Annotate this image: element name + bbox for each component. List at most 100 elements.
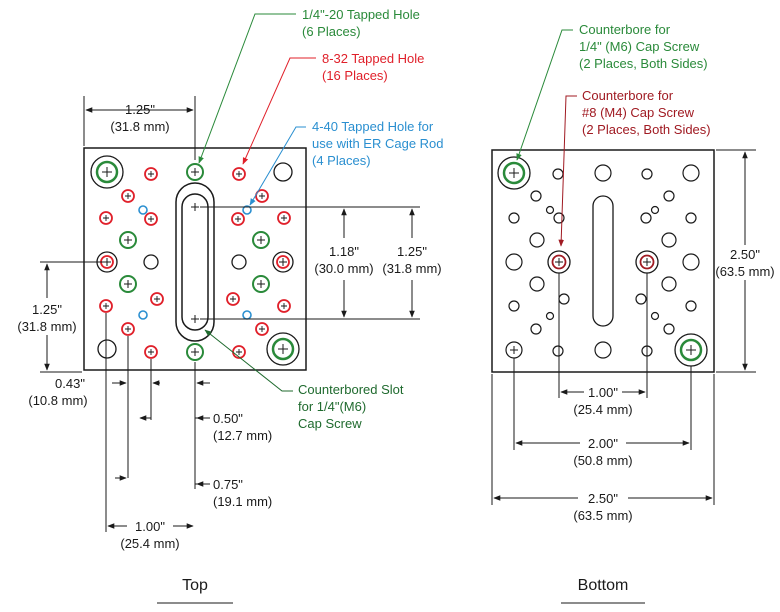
- counterbore-1-4-bottom: [674, 333, 708, 367]
- bottom-hole: [641, 168, 653, 180]
- bottom-hole: [530, 323, 542, 335]
- bottom-hole: [663, 323, 675, 335]
- callout-cb-1-4-line1: Counterbore for: [579, 22, 671, 37]
- callout-4-40-line2: use with ER Cage Rod: [312, 136, 444, 151]
- tapped-hole-4-40: [138, 205, 148, 215]
- callout-slot-line1: Counterbored Slot: [298, 382, 404, 397]
- callout-4-40-line3: (4 Places): [312, 153, 371, 168]
- callout-cb-8-line3: (2 Places, Both Sides): [582, 122, 711, 137]
- bottom-hole: [594, 341, 612, 359]
- tapped-hole-8-32: [277, 299, 291, 313]
- clearance-hole: [97, 339, 117, 359]
- dim-075-mm: (19.1 mm): [213, 494, 272, 509]
- counterbore-8-bottom: [635, 250, 659, 274]
- bottom-hole: [685, 300, 697, 312]
- dim-slot-outer-mm: (31.8 mm): [382, 261, 441, 276]
- tapped-hole-8-32: [121, 322, 135, 336]
- dim-height-mm: (63.5 mm): [715, 264, 774, 279]
- callout-cb-8-line2: #8 (M4) Cap Screw: [582, 105, 695, 120]
- top-corner-counterbore: [90, 155, 124, 189]
- tapped-hole-4-40: [138, 310, 148, 320]
- dim-b200-in: 2.00": [588, 436, 618, 451]
- tapped-hole-8-32: [150, 292, 164, 306]
- dim-left-height-in: 1.25": [32, 302, 62, 317]
- bottom-hole: [685, 212, 697, 224]
- dim-width-top-in: 1.25": [125, 102, 155, 117]
- bottom-hole: [682, 253, 700, 271]
- tapped-hole-4-40: [242, 310, 252, 320]
- callout-1-4-20-line2: (6 Places): [302, 24, 361, 39]
- tapped-hole-8-32: [144, 212, 158, 226]
- clearance-hole: [231, 254, 247, 270]
- callout-1-4-20-line1: 1/4"-20 Tapped Hole: [302, 7, 420, 22]
- dim-height-in: 2.50": [730, 247, 760, 262]
- dim-left-height-mm: (31.8 mm): [17, 319, 76, 334]
- bottom-hole: [545, 205, 555, 215]
- bottom-hole: [558, 293, 570, 305]
- bottom-hole: [505, 253, 523, 271]
- counterbore-1-4-bottom: [497, 156, 531, 190]
- dim-075-in: 0.75": [213, 477, 243, 492]
- callout-slot-line3: Cap Screw: [298, 416, 362, 431]
- bottom-view: [491, 29, 756, 505]
- bottom-hole: [682, 164, 700, 182]
- bottom-hole: [529, 276, 545, 292]
- tapped-hole-1-4-20: [252, 275, 270, 293]
- bottom-hole: [661, 276, 677, 292]
- bottom-hole: [529, 232, 545, 248]
- bottom-hole: [508, 300, 520, 312]
- top-view-title: Top: [182, 577, 208, 594]
- bottom-hole: [650, 311, 660, 321]
- tapped-hole-8-32: [121, 189, 135, 203]
- bottom-hole: [552, 345, 564, 357]
- bottom-hole: [553, 212, 565, 224]
- bottom-hole: [545, 311, 555, 321]
- callout-cb-8-line1: Counterbore for: [582, 88, 674, 103]
- side-counterbore: [272, 251, 294, 273]
- dim-slot-outer-in: 1.25": [397, 244, 427, 259]
- dim-050-in: 0.50": [213, 411, 243, 426]
- bottom-hole: [594, 164, 612, 182]
- tapped-hole-1-4-20: [119, 231, 137, 249]
- bottom-hole: [661, 232, 677, 248]
- dim-b100-mm: (25.4 mm): [573, 402, 632, 417]
- bottom-hole: [635, 293, 647, 305]
- top-view: [40, 13, 420, 532]
- bottom-hole: [530, 190, 542, 202]
- dim-slot-inner-in: 1.18": [329, 244, 359, 259]
- clearance-hole: [273, 162, 293, 182]
- tapped-hole-8-32: [255, 189, 269, 203]
- dim-b200-mm: (50.8 mm): [573, 453, 632, 468]
- bottom-view-title: Bottom: [578, 577, 629, 594]
- tapped-hole-8-32: [231, 212, 245, 226]
- bottom-hole: [663, 190, 675, 202]
- callout-cb-1-4-line2: 1/4" (M6) Cap Screw: [579, 39, 700, 54]
- dim-b100-in: 1.00": [588, 385, 618, 400]
- bottom-slot: [592, 195, 614, 327]
- dim-b250-in: 2.50": [588, 491, 618, 506]
- tapped-hole-1-4-20: [119, 275, 137, 293]
- top-corner-counterbore: [266, 332, 300, 366]
- tapped-hole-4-40: [242, 205, 252, 215]
- bottom-plate-outline: [491, 149, 715, 373]
- dim-043-in: 0.43": [55, 376, 85, 391]
- callout-4-40-line1: 4-40 Tapped Hole for: [312, 119, 434, 134]
- dim-100-in: 1.00": [135, 519, 165, 534]
- counterbored-slot-inner: [181, 193, 209, 331]
- callout-cb-1-4-line3: (2 Places, Both Sides): [579, 56, 708, 71]
- dim-b250-mm: (63.5 mm): [573, 508, 632, 523]
- tapped-hole-8-32: [255, 322, 269, 336]
- callout-slot-line2: for 1/4"(M6): [298, 399, 366, 414]
- callout-8-32-line2: (16 Places): [322, 68, 388, 83]
- clearance-hole: [143, 254, 159, 270]
- counterbored-slot-outer: [175, 182, 215, 342]
- tapped-hole-1-4-20: [186, 343, 204, 361]
- bottom-hole: [552, 168, 564, 180]
- dim-050-mm: (12.7 mm): [213, 428, 272, 443]
- tapped-hole-8-32: [99, 299, 113, 313]
- tapped-hole-8-32: [277, 211, 291, 225]
- counterbore-8-bottom: [547, 250, 571, 274]
- tapped-hole-1-4-20: [186, 163, 204, 181]
